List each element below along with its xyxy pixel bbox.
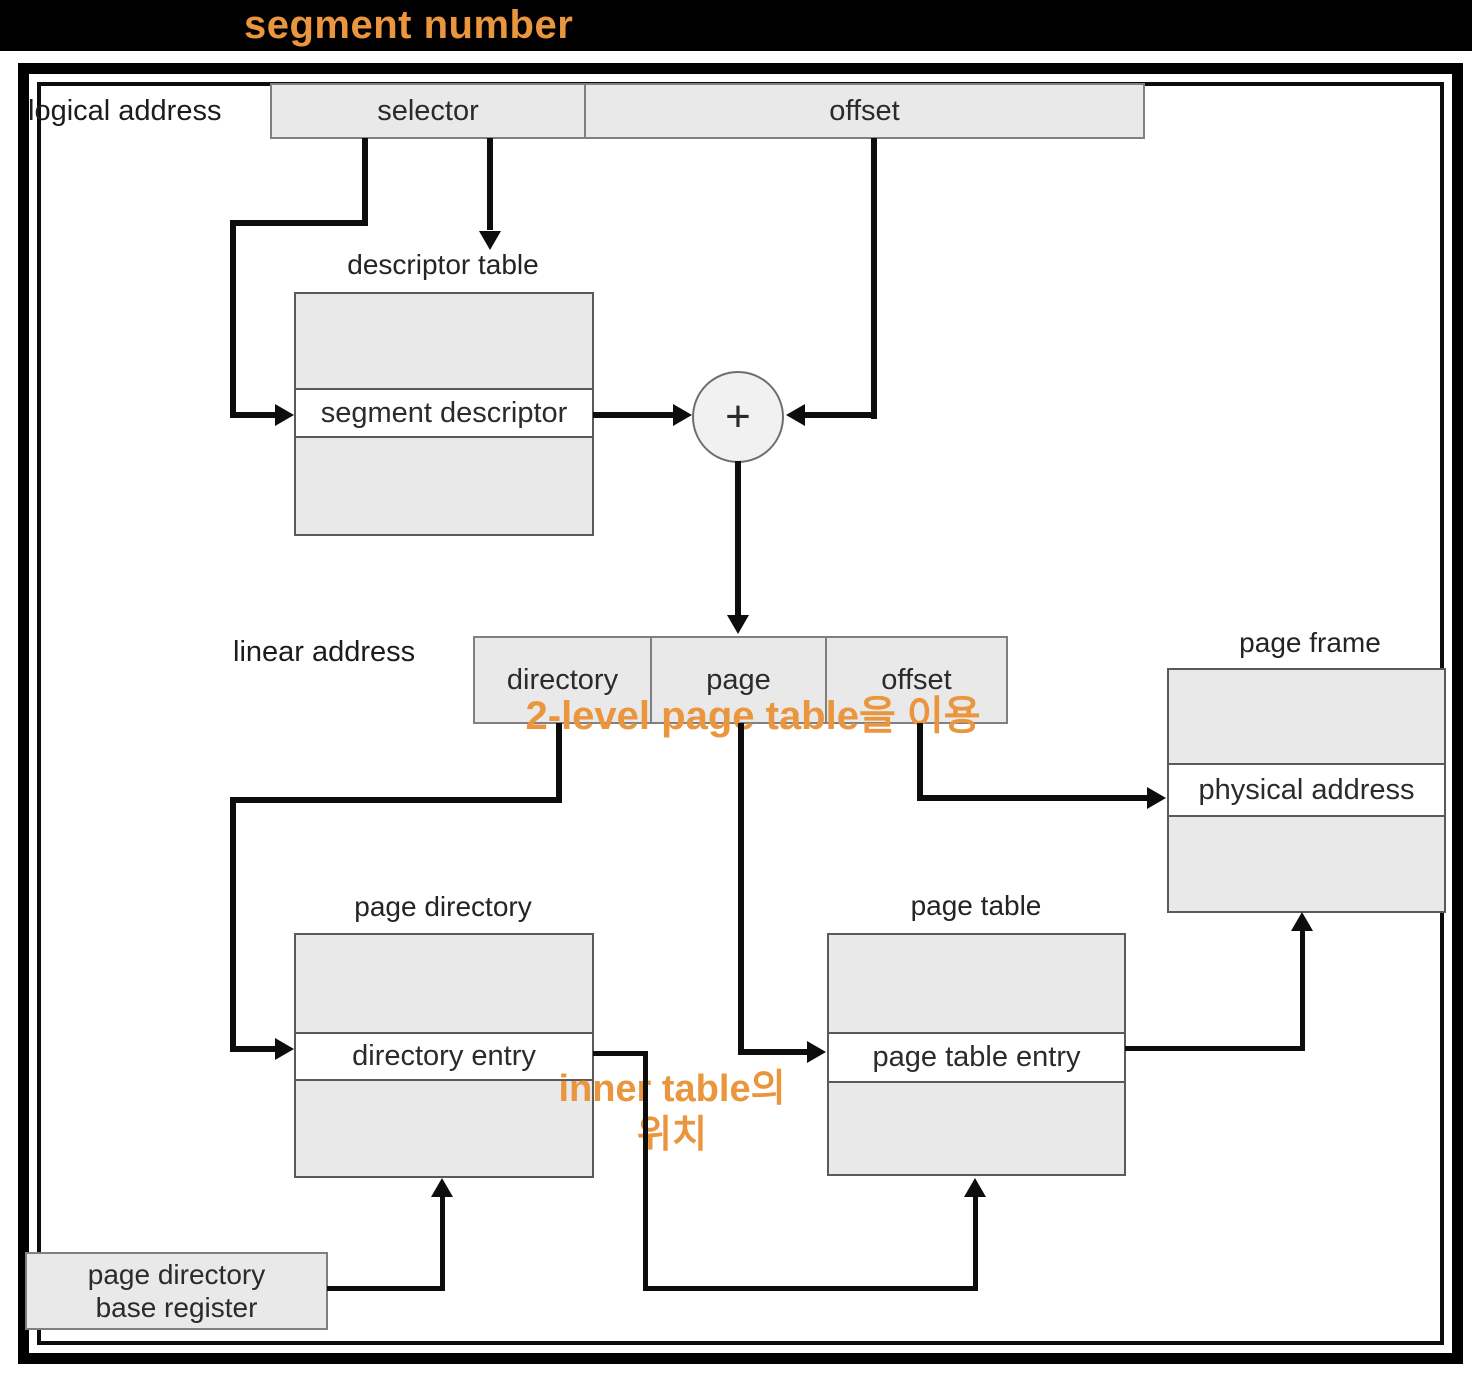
arrowhead-into-physical-address (1147, 787, 1166, 809)
pdbr-line2: base register (95, 1292, 258, 1323)
arrowhead-into-page-frame (1291, 912, 1313, 931)
connector-directory-h1 (230, 797, 562, 803)
connector-offset2-h (917, 795, 1147, 801)
descriptor-table-row-bottom (296, 438, 592, 534)
connector-page-v (738, 723, 744, 1055)
page-table-table: page table entry (827, 933, 1126, 1176)
segment-number-annotation: segment number (244, 3, 574, 47)
page-directory-base-register-box: page directory base register (25, 1252, 328, 1330)
arrowhead-into-linear-address (727, 615, 749, 634)
connector-selector-entry-v1 (362, 138, 368, 226)
connector-directory-v2 (230, 797, 236, 1052)
connector-pte-frame-v (1300, 930, 1305, 1051)
linear-offset-field: offset (825, 636, 1008, 724)
descriptor-table-title: descriptor table (347, 249, 539, 280)
arrowhead-into-descriptor-table (479, 231, 501, 250)
connector-directory-v1 (556, 723, 562, 803)
page-table-row-top (829, 935, 1124, 1032)
connector-de-loop-v1 (643, 1051, 648, 1291)
connector-selector-entry-h1 (230, 220, 368, 226)
connector-selector-entry-v2 (230, 220, 236, 418)
directory-entry: directory entry (296, 1032, 592, 1081)
connector-pte-frame-h (1125, 1046, 1305, 1051)
arrowhead-into-page-directory-bottom (431, 1178, 453, 1197)
connector-de-loop-h1 (593, 1051, 647, 1056)
connector-pdbr-h (327, 1286, 444, 1291)
inner-table-annotation-line2: 위치 (637, 1114, 707, 1156)
segment-descriptor-entry: segment descriptor (296, 388, 592, 438)
connector-offset-adder-h (801, 412, 877, 418)
adder-circle: + (692, 371, 784, 463)
arrowhead-into-adder-right (786, 404, 805, 426)
descriptor-table: segment descriptor (294, 292, 594, 536)
connector-directory-h2 (230, 1046, 278, 1052)
arrowhead-into-page-table-bottom (964, 1178, 986, 1197)
selector-field: selector (270, 83, 586, 139)
page-table-title: page table (910, 890, 1042, 921)
connector-offset-adder-v (871, 138, 877, 419)
connector-de-loop-h2 (643, 1286, 977, 1291)
arrowhead-into-segment-descriptor (275, 404, 294, 426)
pdbr-line1: page directory (87, 1259, 266, 1290)
offset-field: offset (584, 83, 1145, 139)
connector-descriptor-adder (593, 412, 673, 418)
physical-address-entry: physical address (1169, 763, 1444, 817)
page-table-row-bottom (829, 1083, 1124, 1174)
linear-address-label: linear address (233, 636, 416, 668)
arrowhead-into-page-table-entry (807, 1041, 826, 1063)
page-directory-row-top (296, 935, 592, 1032)
inner-table-annotation: inner table의 위치 (492, 1066, 852, 1158)
connector-de-loop-v2 (973, 1196, 978, 1291)
page-frame-row-bottom (1169, 817, 1444, 911)
two-level-annotation: 2-level page table을 이용 (525, 694, 981, 738)
plus-icon: + (725, 392, 751, 441)
arrowhead-into-adder-left (673, 404, 692, 426)
page-directory-title: page directory (354, 891, 532, 922)
page-frame-title: page frame (1239, 627, 1381, 658)
page-directory-row-bottom (296, 1081, 592, 1176)
page-table-entry: page table entry (829, 1032, 1124, 1083)
connector-pdbr-v (440, 1196, 445, 1291)
connector-adder-linear (735, 461, 741, 615)
page-frame-row-top (1169, 670, 1444, 763)
top-black-band: segment number (0, 0, 1472, 51)
connector-selector-table-v (487, 138, 493, 230)
connector-page-h (738, 1049, 808, 1055)
page-frame-table: physical address (1167, 668, 1446, 913)
descriptor-table-row-top (296, 294, 592, 388)
page-directory-table: directory entry (294, 933, 594, 1178)
connector-selector-entry-h2 (230, 412, 278, 418)
inner-table-annotation-line1: inner table의 (558, 1068, 786, 1110)
directory-field: directory (473, 636, 652, 724)
arrowhead-into-directory-entry (275, 1038, 294, 1060)
connector-offset2-v (917, 723, 923, 801)
logical-address-label: logical address (28, 95, 222, 127)
